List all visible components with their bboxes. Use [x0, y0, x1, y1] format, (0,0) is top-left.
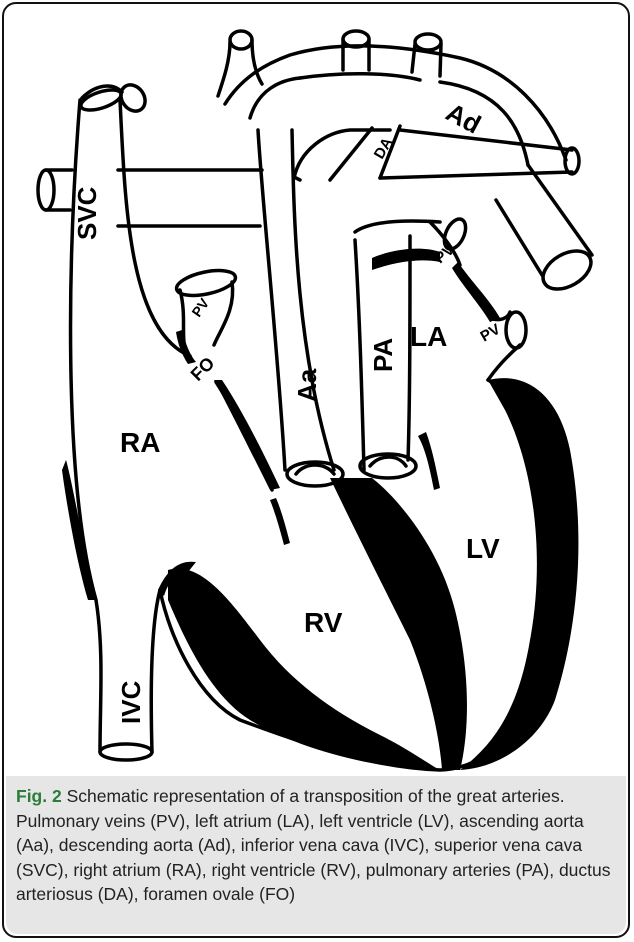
label-ra: RA — [120, 427, 160, 458]
tricuspid-leaflet — [270, 498, 290, 545]
figure-caption: Fig. 2 Schematic representation of a tra… — [16, 784, 620, 907]
pv-left-upper-wall — [372, 249, 440, 270]
heart-diagram: SVC IVC RA RV LA LV Aa PA Ad DA FO PV PV… — [0, 0, 634, 780]
label-la: LA — [410, 321, 447, 352]
label-ivc: IVC — [116, 680, 146, 724]
label-pv-right: PV — [188, 295, 212, 320]
fo-flap — [214, 380, 280, 490]
label-rv: RV — [304, 607, 343, 638]
label-pv-left-lower: PV — [478, 321, 504, 346]
heart-outline — [160, 380, 560, 770]
label-pa: PA — [368, 338, 398, 372]
vena-cava — [38, 80, 190, 760]
label-svc: SVC — [72, 186, 102, 240]
label-da: DA — [371, 135, 397, 162]
caption-text: Schematic representation of a transposit… — [16, 786, 611, 904]
label-ad: Ad — [441, 97, 486, 140]
pv-left-lower-wall — [452, 262, 500, 322]
pv-right-wall — [176, 330, 196, 364]
mitral-leaflet — [418, 432, 440, 490]
label-pv-left-upper: PV — [432, 241, 458, 267]
label-aa: Aa — [292, 368, 322, 402]
figure-number: Fig. 2 — [16, 786, 62, 806]
left-ventricle-wall — [460, 378, 578, 770]
svc-wall-thickening — [62, 460, 96, 600]
label-lv: LV — [466, 533, 500, 564]
